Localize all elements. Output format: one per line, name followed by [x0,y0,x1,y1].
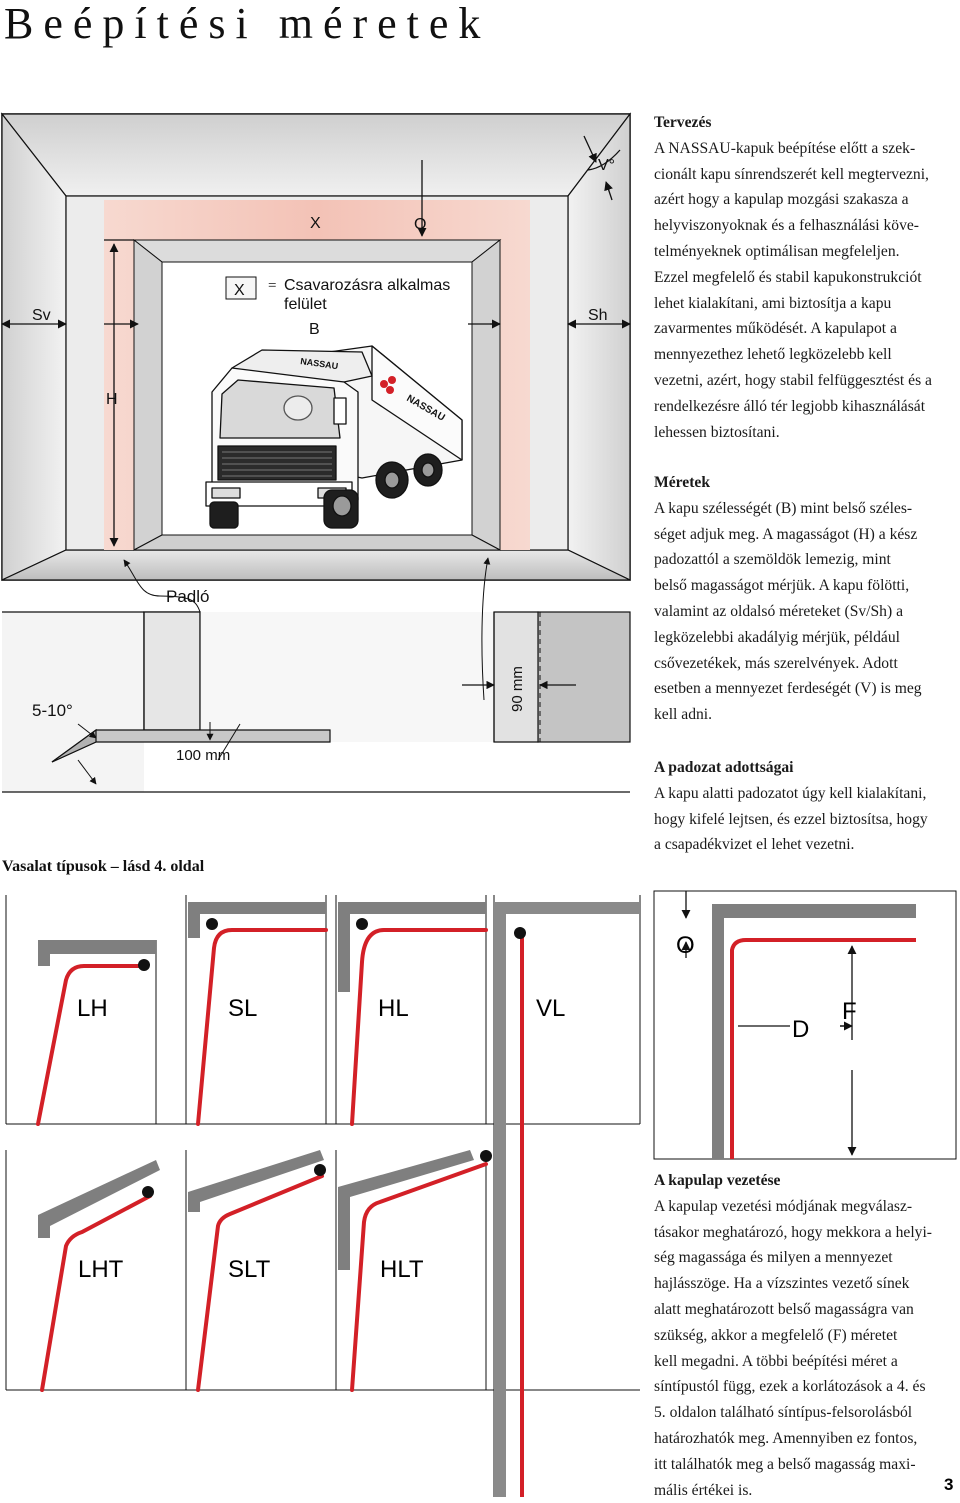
page-title: Beépítési méretek [4,0,491,48]
truck-illustration [205,345,463,529]
legend-x-box: X [234,282,245,299]
paragraph-line: legközelebbi akadályig mérjük, például [654,628,900,646]
section-vezetes: A kapulap vezetése A kapulap vezetési mó… [654,1168,960,1503]
padlo-label: Padló [166,587,209,606]
paragraph-line: csővezetékek, más szerelvények. Adott [654,654,898,672]
sh-label: Sh [588,307,608,324]
left-wall [1,112,67,581]
paragraph-line: ség magassága és milyen a mennyezet [654,1249,893,1267]
paragraph-line: lehessen biztosítani. [654,423,780,441]
section-heading: Tervezés [654,114,712,131]
paragraph-line: A kapulap vezetési módjának megválasz- [654,1197,913,1215]
section-heading: A kapulap vezetése [654,1172,781,1189]
paragraph-line: A kapu szélességét (B) mint belső széles… [654,499,913,517]
paragraph-line: a csapadékvizet el lehet vezetni. [654,836,855,854]
section-meretek: Méretek A kapu szélességét (B) mint bels… [654,470,960,728]
paragraph-line: telményeknek optimálisan megfeleljen. [654,242,900,260]
type-label-vl: VL [536,995,566,1022]
type-label-sl: SL [228,995,258,1022]
paragraph-line: padozattól a szemöldök lemezig, mint [654,551,891,569]
page-number: 3 [944,1475,954,1494]
paragraph-line: zavarmentes működését. A kapulapot a [654,320,897,338]
sv-label: Sv [32,307,51,324]
dimension-label-d: D [792,1016,810,1043]
paragraph-line: 5. oldalon található síntípus-felsorolás… [654,1404,913,1422]
installation-diagram: NASSAU NASSAU [0,112,632,793]
paragraph-line: azért hogy a kapulap mozgási szakasza a [654,191,909,209]
legend-text-line2: felület [284,296,327,313]
paragraph-line: séget adjuk meg. A magasságot (H) a kész [654,525,918,543]
b-label: B [309,321,320,338]
paragraph-line: kell megadni. A többi beépítési méret a [654,1352,898,1370]
dimension-label-o: O [676,932,695,959]
type-label-hl: HL [378,995,409,1022]
paragraph-line: mális értékei is. [654,1481,753,1499]
paragraph-line: hogy kifelé lejtsen, és ezzel biztosítsa… [654,810,928,828]
paragraph-line: esetben a mennyezet ferdeségét (V) is me… [654,680,922,698]
paragraph-line: Ezzel megfelelő és stabil kapukonstrukci… [654,268,922,286]
depth-90-label: 90 mm [509,666,526,712]
section-tervezes: Tervezés A NASSAU-kapuk beépítése előtt … [654,110,960,445]
paragraph-line: belső magasságot mérjük. A kapu fölötti, [654,577,910,595]
paragraph-line: síntípustól függ, ezek a korlátozások a … [654,1378,926,1396]
floor-detail [2,611,631,792]
type-label-lht: LHT [78,1256,124,1283]
depth-100-label: 100 mm [176,747,230,764]
paragraph-line: alatt meghatározott belső magasságra van [654,1300,914,1318]
slope-label: 5-10° [32,701,73,720]
floor [1,549,631,581]
hardware-types-caption: Vasalat típusok – lásd 4. oldal [2,858,205,875]
paragraph-line: tásakor meghatározó, hogy mekkora a hely… [654,1223,932,1241]
paragraph-line: rendelkezésre álló tér legjobb kihasznál… [654,397,926,415]
v-angle-label: V° [598,157,615,174]
type-label-lh: LH [77,995,108,1022]
legend-equals: = [268,278,276,294]
paragraph-line: helyviszonyoknak és a felhasználási köve… [654,217,920,235]
type-label-hlt: HLT [380,1256,424,1283]
paragraph-line: valamint az oldalsó méreteket (Sv/Sh) a [654,602,903,620]
paragraph-line: A kapu alatti padozatot úgy kell kialakí… [654,784,927,802]
ceiling [0,113,632,197]
paragraph-line: lehet kialakítani, ami biztosítja a kapu [654,294,892,312]
paragraph-line: cionált kapu sínrendszerét kell megterve… [654,165,929,183]
section-padozat: A padozat adottságai A kapu alatti padoz… [654,755,960,858]
type-label-slt: SLT [228,1256,271,1283]
paragraph-line: itt találhatók meg a belső magasság maxi… [654,1455,916,1473]
o-label: O [414,216,426,233]
dimension-label-f: F [842,998,857,1025]
legend-text-line1: Csavarozásra alkalmas [284,277,450,294]
x-label: X [310,215,321,232]
paragraph-line: kell adni. [654,706,713,724]
paragraph-line: mennyezethez lehető legközelebb kell [654,346,892,364]
paragraph-line: A NASSAU-kapuk beépítése előtt a szek- [654,139,916,157]
h-label: H [106,391,118,408]
section-heading: Méretek [654,474,710,491]
paragraph-line: szükség, akkor a megfelelő (F) méretet [654,1326,898,1344]
paragraph-line: hajlásszöge. Ha a vízszintes vezető síne… [654,1275,910,1293]
section-heading: A padozat adottságai [654,759,794,776]
right-wall [567,112,631,581]
paragraph-line: határozhatók meg. Amennyiben ez fontos, [654,1429,918,1447]
paragraph-line: vezetni, azért, hogy stabil felfüggeszté… [654,371,932,389]
